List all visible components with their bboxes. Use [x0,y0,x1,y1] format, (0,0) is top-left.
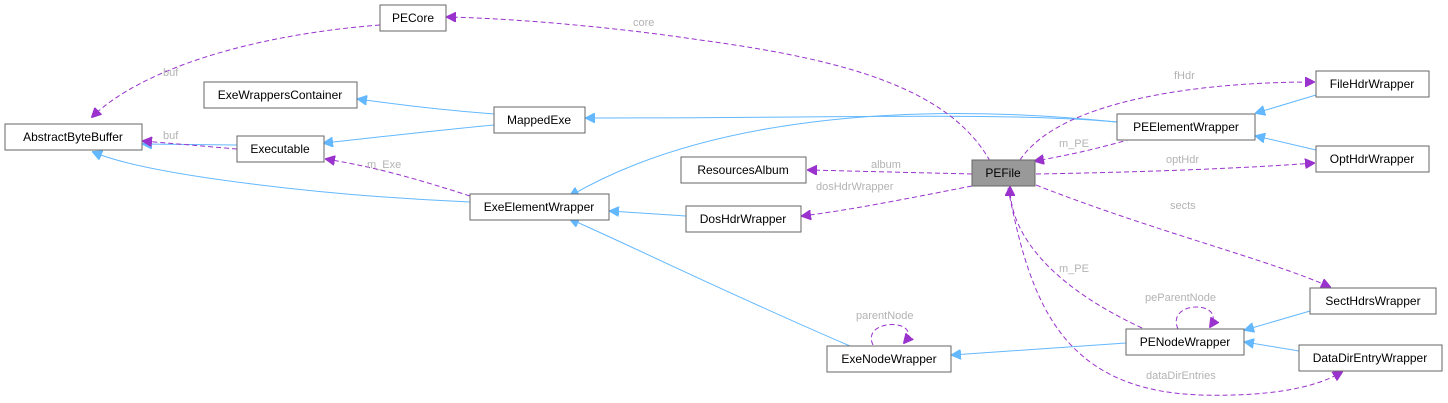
edge-label-m-exe: m_Exe [367,159,401,171]
node-resources-album-label: ResourcesAlbum [697,163,788,177]
node-dos-hdr-wrapper[interactable]: DosHdrWrapper [685,205,802,233]
node-pefile[interactable]: PEFile [971,159,1036,187]
usage-edges: core buf buf m_Exe album dosHdrWrapper f… [92,17,1342,396]
nodes: PECore AbstractByteBuffer ExeWrappersCon… [4,4,1443,373]
edge-parent-node [870,324,908,346]
edge-label-sects: sects [1170,200,1196,212]
edge-label-buf-pecore: buf [163,67,179,79]
edge-m-pe-element [1035,138,1132,161]
node-resources-album[interactable]: ResourcesAlbum [680,156,807,184]
node-exe-wrappers-container[interactable]: ExeWrappersContainer [203,81,358,109]
edge-label-m-pe-element: m_PE [1059,138,1089,150]
node-abstract-byte-buffer-label: AbstractByteBuffer [23,130,123,144]
node-mapped-exe[interactable]: MappedExe [493,106,586,134]
edge-datadirentrywrapper-penodewrapper [1245,342,1300,352]
edge-peelementwrapper-exeelementwrapper [570,113,1118,196]
node-pecore-label: PECore [392,11,434,25]
inheritance-edges [93,94,1317,355]
node-exe-element-wrapper-label: ExeElementWrapper [484,200,595,214]
edge-core [447,17,991,162]
edge-label-fhdr: fHdr [1174,70,1195,82]
edge-exeelementwrapper-abstractbytebuffer [93,152,471,203]
edge-opthdrwrapper-peelementwrapper [1256,136,1317,151]
node-exe-wrappers-container-label: ExeWrappersContainer [218,88,343,102]
edge-label-pe-parent-node: peParentNode [1145,292,1216,304]
edge-pe-parent-node [1175,306,1213,330]
edge-label-dos-hdr-wrapper: dosHdrWrapper [816,181,894,193]
node-opt-hdr-wrapper[interactable]: OptHdrWrapper [1315,145,1430,173]
node-exe-node-wrapper-label: ExeNodeWrapper [841,352,936,366]
edge-opt-hdr [1035,163,1314,175]
edge-penodewrapper-exenodewrapper [952,342,1127,355]
edge-executable-abstractbytebuffer [143,144,238,145]
node-pefile-label: PEFile [985,166,1021,180]
edge-m-exe [326,159,471,197]
edge-exenodewrapper-exeelementwrapper [570,219,851,347]
edge-secthdrswrapper-penodewrapper [1245,310,1311,330]
edge-label-buf-executable: buf [163,130,179,142]
edge-peelementwrapper-mappedexe [586,116,1118,122]
node-pe-node-wrapper-label: PENodeWrapper [1140,335,1231,349]
node-dos-hdr-wrapper-label: DosHdrWrapper [700,212,786,226]
edge-label-opt-hdr: optHdr [1166,154,1199,166]
node-pe-node-wrapper[interactable]: PENodeWrapper [1125,328,1245,356]
node-sect-hdrs-wrapper[interactable]: SectHdrsWrapper [1309,287,1437,315]
edge-filehdrwrapper-peelementwrapper [1256,94,1317,113]
edge-label-m-pe-node: m_PE [1059,263,1089,275]
edge-label-parent-node: parentNode [856,310,914,322]
edge-label-core: core [633,17,654,29]
node-file-hdr-wrapper-label: FileHdrWrapper [1330,77,1414,91]
edge-mappedexe-executable [324,124,495,143]
edge-label-data-dir-entries: dataDirEntries [1146,370,1216,382]
node-executable-label: Executable [250,142,310,156]
node-exe-element-wrapper[interactable]: ExeElementWrapper [469,193,610,221]
edge-label-album: album [871,159,901,171]
node-opt-hdr-wrapper-label: OptHdrWrapper [1330,152,1414,166]
edge-mappedexe-exewrapperscontainer [358,99,495,115]
node-abstract-byte-buffer[interactable]: AbstractByteBuffer [4,123,143,151]
edge-buf-pecore [92,24,381,117]
node-file-hdr-wrapper[interactable]: FileHdrWrapper [1315,70,1430,98]
node-pe-element-wrapper[interactable]: PEElementWrapper [1116,113,1256,141]
edge-fhdr [1019,82,1314,161]
node-sect-hdrs-wrapper-label: SectHdrsWrapper [1325,294,1420,308]
node-pecore[interactable]: PECore [379,4,447,32]
node-exe-node-wrapper[interactable]: ExeNodeWrapper [826,345,952,373]
edge-album [808,170,973,174]
node-mapped-exe-label: MappedExe [507,113,571,127]
node-executable[interactable]: Executable [236,135,325,163]
node-data-dir-entry-wrapper-label: DataDirEntryWrapper [1313,351,1427,365]
edge-doshdrwrapper-exeelementwrapper [610,211,687,216]
edge-m-pe-node [1010,187,1143,329]
node-data-dir-entry-wrapper[interactable]: DataDirEntryWrapper [1298,344,1443,372]
edge-data-dir-entries [1007,187,1342,396]
node-pe-element-wrapper-label: PEElementWrapper [1133,120,1239,134]
edge-sects [1035,184,1330,287]
edge-dos-hdr-wrapper [802,185,973,216]
